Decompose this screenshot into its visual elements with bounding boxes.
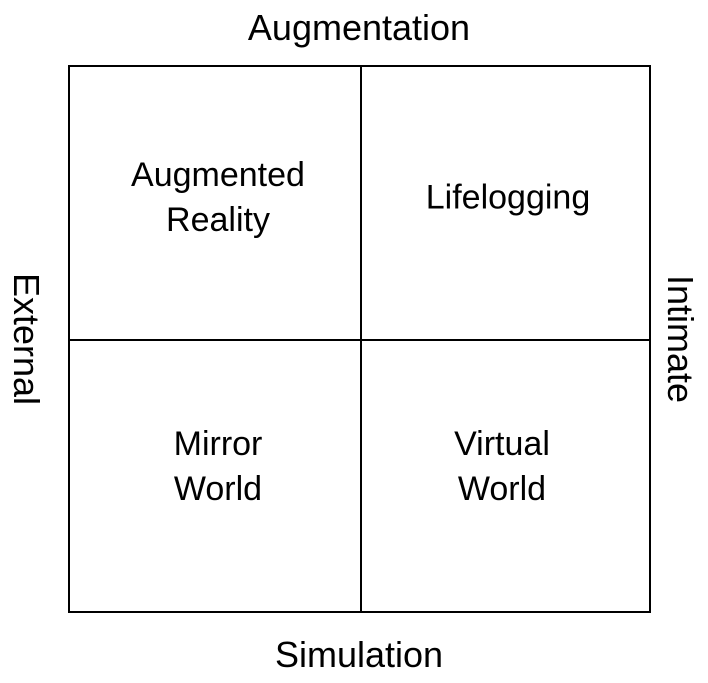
quadrant-label-line: Augmented bbox=[131, 156, 305, 194]
quadrant-virtual-world: Virtual World bbox=[454, 422, 550, 512]
quadrant-label-line: Reality bbox=[166, 201, 270, 239]
quadrant-augmented-reality: Augmented Reality bbox=[131, 153, 305, 243]
quadrant-label-line: World bbox=[457, 470, 547, 508]
quadrant-label-line: Mirror bbox=[173, 425, 263, 463]
quadrant-grid: Augmented Reality Lifelogging Mirror Wor… bbox=[68, 65, 651, 613]
axis-label-right: Intimate bbox=[660, 274, 701, 404]
quadrant-mirror-world: Mirror World bbox=[174, 422, 263, 512]
axis-label-bottom: Simulation bbox=[274, 634, 444, 675]
quadrant-label-line: World bbox=[173, 470, 263, 508]
axis-label-left: External bbox=[6, 272, 47, 406]
quadrant-label-line: Virtual bbox=[454, 425, 550, 463]
axis-label-top: Augmentation bbox=[247, 7, 471, 48]
horizontal-divider bbox=[70, 339, 649, 341]
quadrant-label-line: Lifelogging bbox=[425, 178, 591, 217]
quadrant-lifelogging: Lifelogging bbox=[426, 176, 590, 221]
